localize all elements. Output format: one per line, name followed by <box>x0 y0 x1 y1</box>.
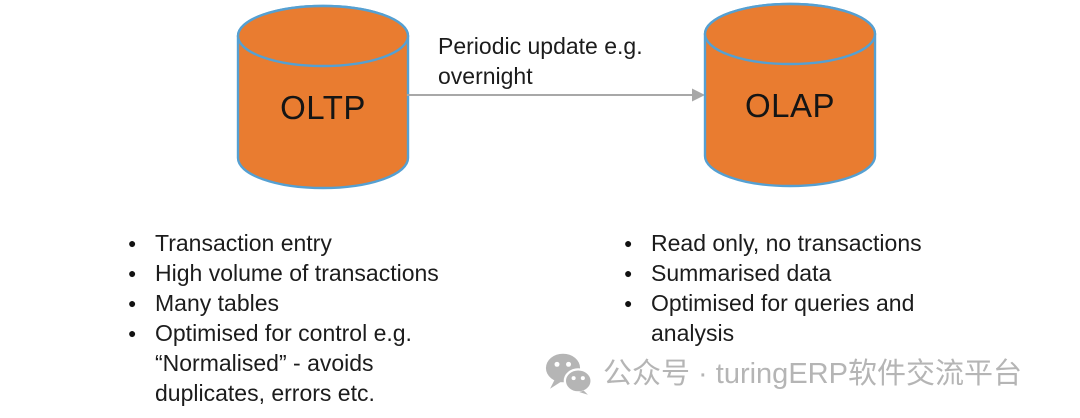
flow-arrow <box>407 88 705 102</box>
olap-feature-list: Read only, no transactions Summarised da… <box>623 228 945 348</box>
list-item: Transaction entry <box>127 228 475 258</box>
watermark: 公众号 · turingERP软件交流平台 <box>545 350 1022 398</box>
olap-label: OLAP <box>744 87 836 124</box>
olap-database-cylinder: OLAP <box>703 2 877 188</box>
list-item: Optimised for queries and analysis <box>623 288 945 348</box>
database-cylinder-shape <box>236 4 410 190</box>
oltp-database-cylinder: OLTP <box>236 4 410 190</box>
oltp-label: OLTP <box>280 89 366 126</box>
list-item: Optimised for control e.g. “Normalised” … <box>127 318 475 408</box>
list-item: Summarised data <box>623 258 945 288</box>
list-item: Read only, no transactions <box>623 228 945 258</box>
list-item: Many tables <box>127 288 475 318</box>
arrow-label: Periodic update e.g. overnight <box>438 33 643 89</box>
oltp-feature-list: Transaction entry High volume of transac… <box>127 228 475 408</box>
wechat-icon <box>545 353 593 395</box>
database-cylinder-shape <box>703 2 877 188</box>
watermark-text: 公众号 · turingERP软件交流平台 <box>603 357 1022 390</box>
list-item: High volume of transactions <box>127 258 475 288</box>
